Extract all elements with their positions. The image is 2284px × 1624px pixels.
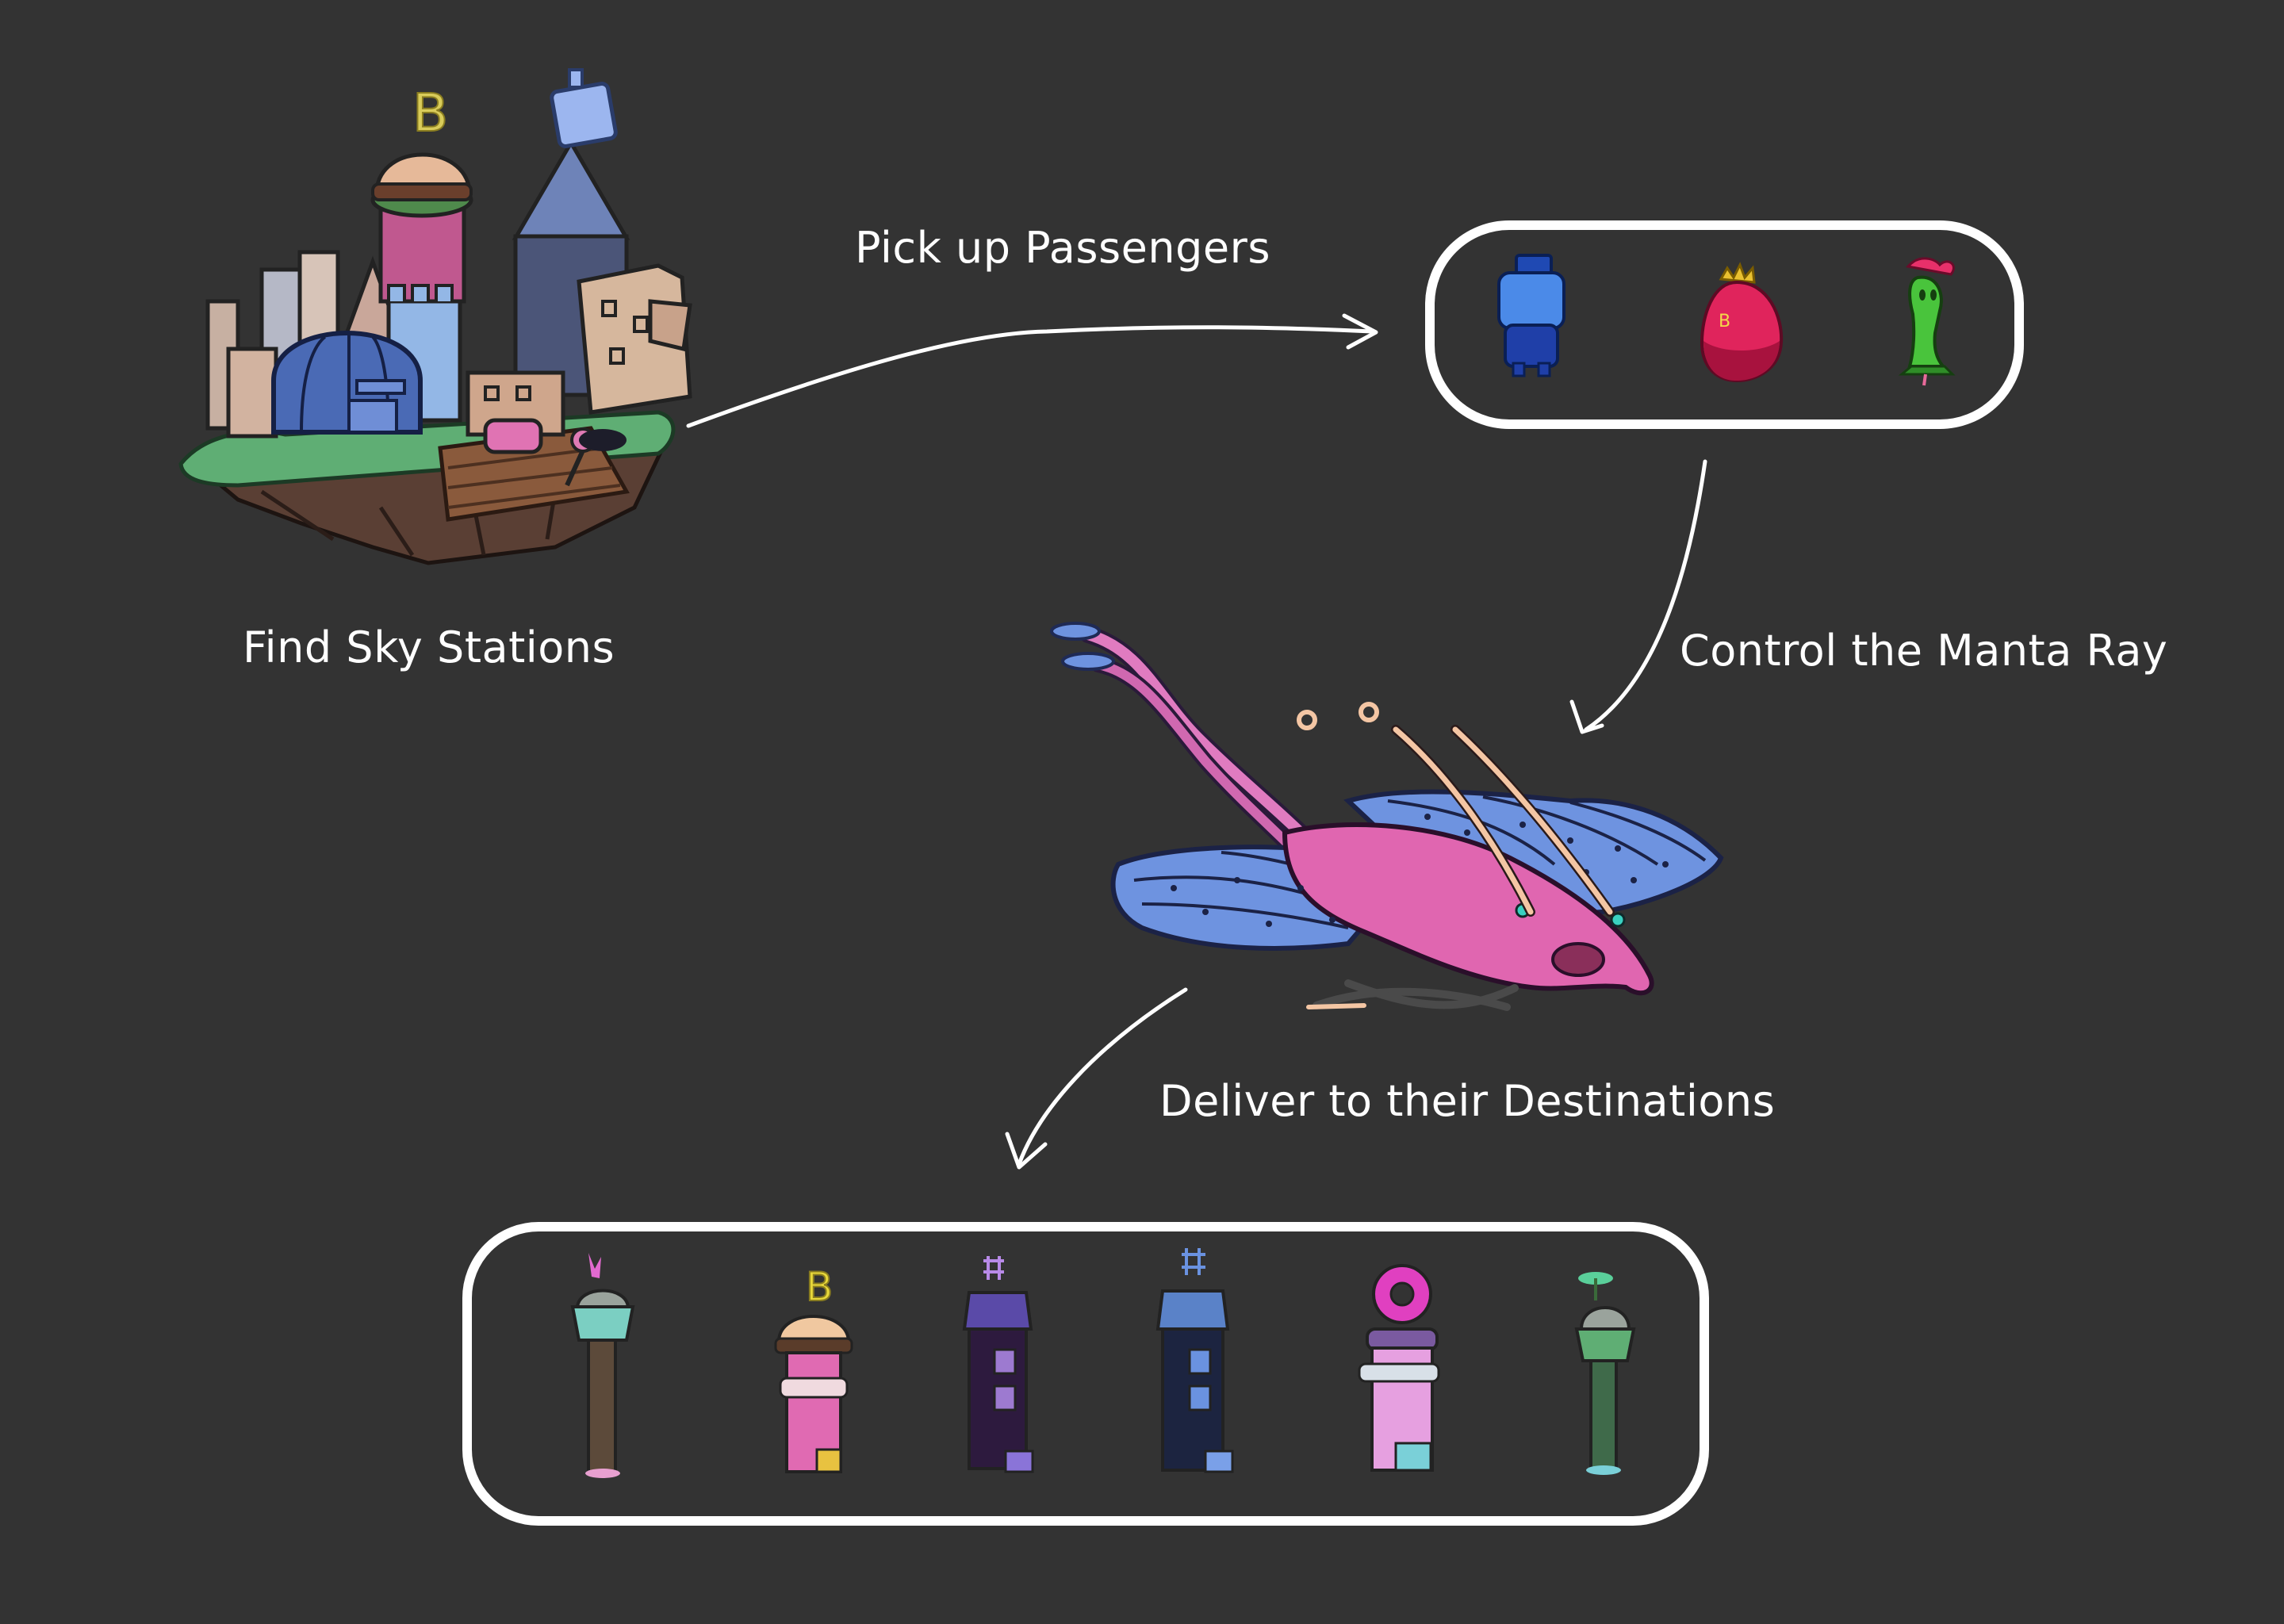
arrow-to-manta <box>1584 459 1707 732</box>
destinations-panel: B <box>462 1222 1709 1526</box>
flow-arrows <box>686 313 1707 1170</box>
arrowhead-destinations <box>1005 1132 1048 1170</box>
green-dome-tower-icon <box>1574 1272 1636 1475</box>
control-manta-ray-label: Control the Manta Ray <box>1680 626 2168 676</box>
arrowhead-passengers <box>1342 313 1378 350</box>
svg-text:B: B <box>806 1264 833 1310</box>
sky-station-island: B <box>178 68 692 565</box>
burger-tower-icon: B <box>774 1263 853 1473</box>
arrow-to-destinations <box>1017 987 1188 1166</box>
flower-dome-tower-icon <box>570 1253 635 1478</box>
deliver-to-destinations-label: Deliver to their Destinations <box>1159 1076 1776 1126</box>
blue-cube-passenger-icon <box>1497 254 1565 377</box>
manta-ray <box>1050 622 1724 1011</box>
pick-up-passengers-label: Pick up Passengers <box>855 223 1270 273</box>
donut-tower-icon <box>1358 1264 1440 1472</box>
purple-antenna-tower-icon <box>962 1256 1034 1473</box>
passengers-panel: B <box>1425 220 2024 429</box>
green-flower-passenger-icon <box>1898 257 1956 386</box>
arrow-to-passengers <box>686 325 1374 428</box>
navy-antenna-tower-icon <box>1155 1248 1234 1473</box>
red-crown-passenger-icon: B <box>1700 262 1784 383</box>
svg-text:B: B <box>412 82 448 144</box>
svg-text:B: B <box>1719 312 1730 331</box>
arrowhead-manta <box>1569 699 1604 734</box>
find-sky-stations-label: Find Sky Stations <box>243 622 615 672</box>
